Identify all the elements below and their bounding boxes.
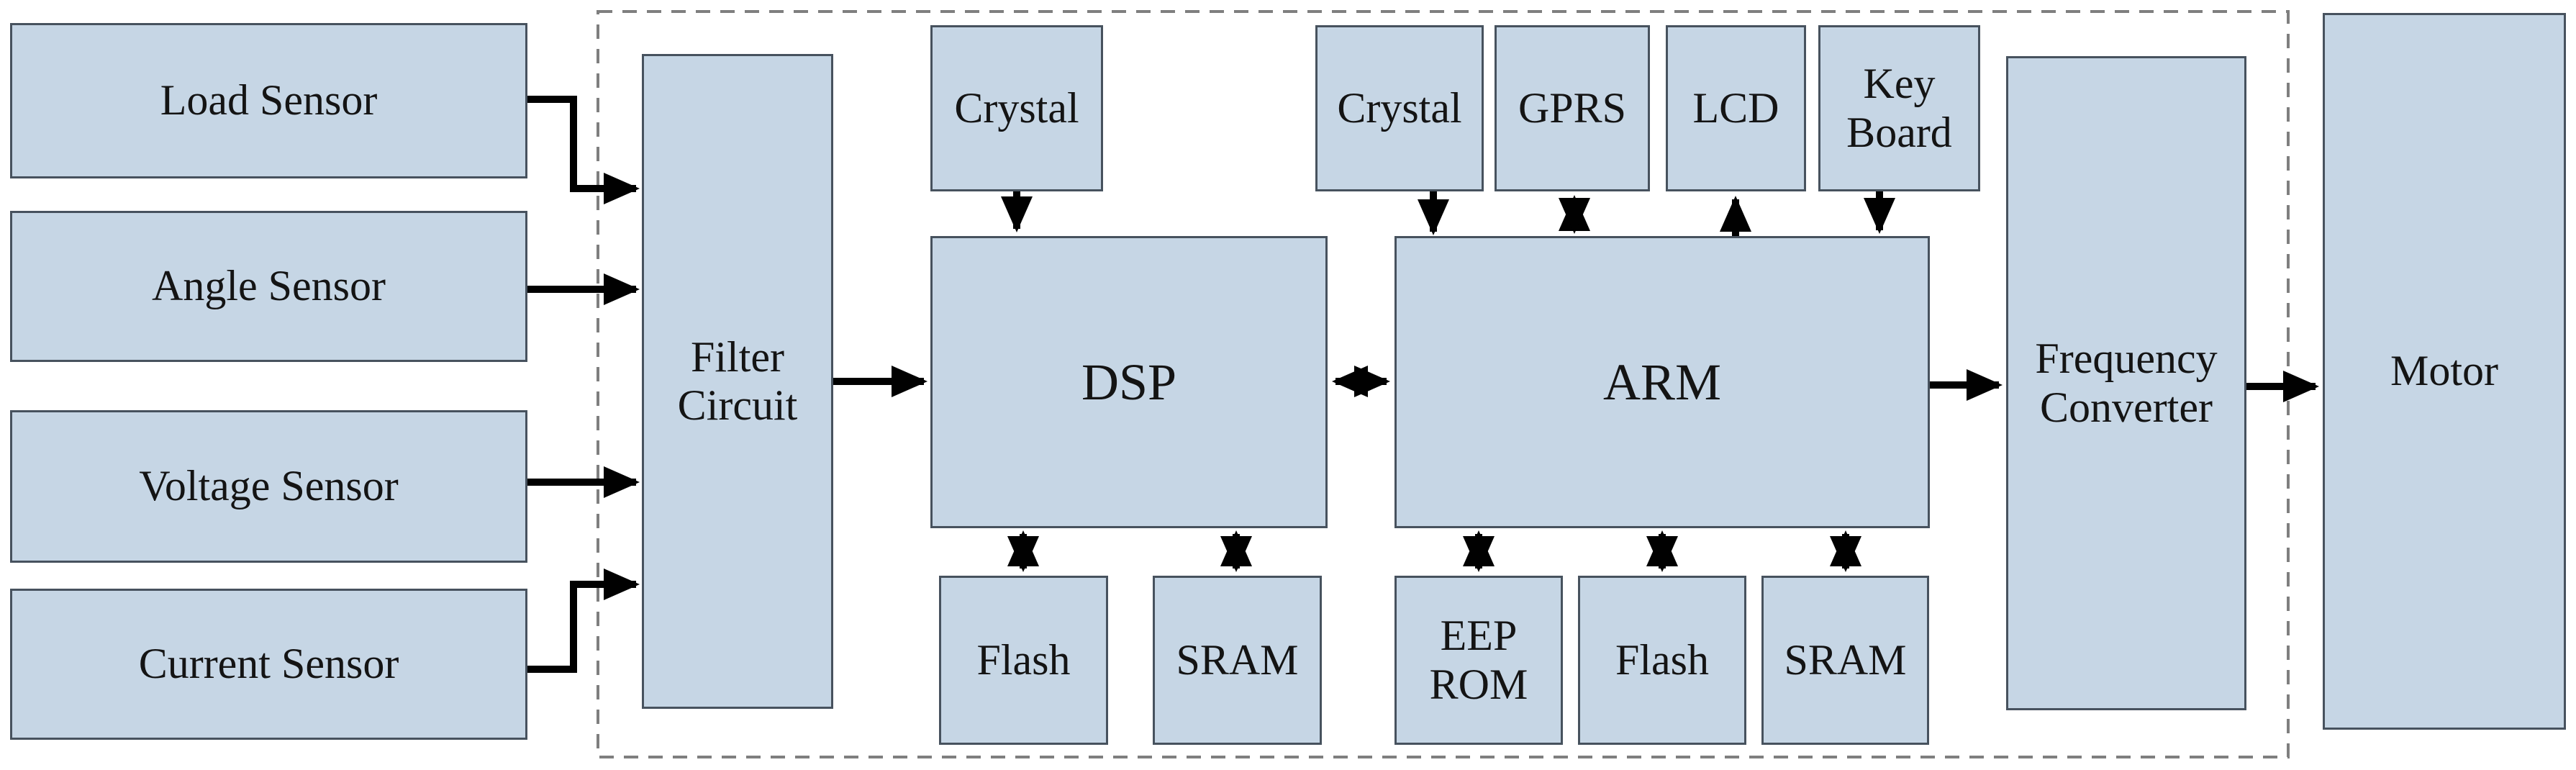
block-eep-rom: EEP ROM (1394, 576, 1563, 745)
block-motor: Motor (2323, 13, 2566, 730)
block-voltage-sensor: Voltage Sensor (10, 410, 527, 563)
block-angle-sensor: Angle Sensor (10, 211, 527, 362)
block-load-sensor: Load Sensor (10, 23, 527, 178)
block-sram-dsp: SRAM (1153, 576, 1322, 745)
block-arm: ARM (1394, 236, 1930, 528)
block-dsp: DSP (930, 236, 1328, 528)
block-flash-dsp: Flash (939, 576, 1108, 745)
block-crystal-dsp: Crystal (930, 25, 1103, 191)
block-key-board: Key Board (1818, 25, 1980, 191)
arrow-current-sensor-to-filter-circuit (527, 568, 640, 673)
block-crystal-arm: Crystal (1315, 25, 1484, 191)
block-lcd: LCD (1666, 25, 1806, 191)
block-filter-circuit: Filter Circuit (642, 54, 833, 709)
block-flash-arm: Flash (1578, 576, 1746, 745)
block-sram-arm: SRAM (1761, 576, 1929, 745)
block-gprs: GPRS (1495, 25, 1650, 191)
block-current-sensor: Current Sensor (10, 589, 527, 740)
block-frequency-converter: Frequency Converter (2006, 56, 2246, 710)
arrow-load-sensor-to-filter-circuit (527, 96, 640, 204)
